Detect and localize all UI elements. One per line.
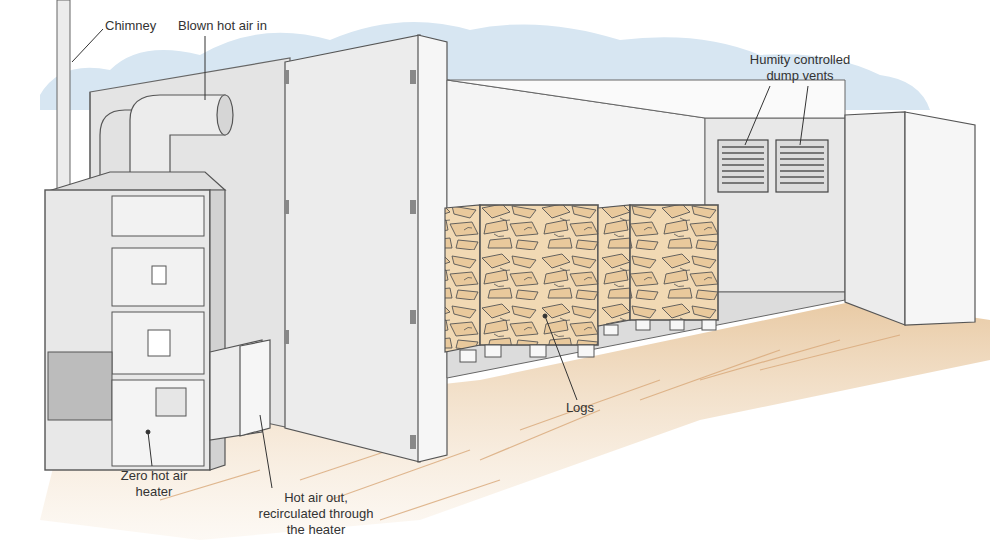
heater (45, 172, 225, 470)
hot-air-ducts (100, 95, 233, 178)
callout-label: Logs (560, 400, 600, 416)
dump-vents (718, 140, 828, 192)
callout-label: Humity controlled dump vents (740, 52, 860, 84)
door-hinges (284, 70, 416, 449)
door-panel (285, 35, 420, 462)
interior-ceiling (447, 80, 845, 118)
callout-label: Zero hot air heater (118, 468, 190, 500)
log-crates (445, 205, 718, 362)
callout-label: Chimney (105, 18, 185, 34)
chimney-pipe (57, 0, 70, 195)
door-panel (905, 112, 975, 325)
callout-label: Hot air out, recirculated through the he… (250, 490, 382, 538)
return-duct (210, 340, 270, 440)
interior-end-wall (705, 118, 845, 292)
door-panel (418, 35, 447, 462)
leader-lines (72, 29, 808, 488)
callout-label: Blown hot air in (178, 18, 298, 34)
door-panel (845, 112, 905, 325)
